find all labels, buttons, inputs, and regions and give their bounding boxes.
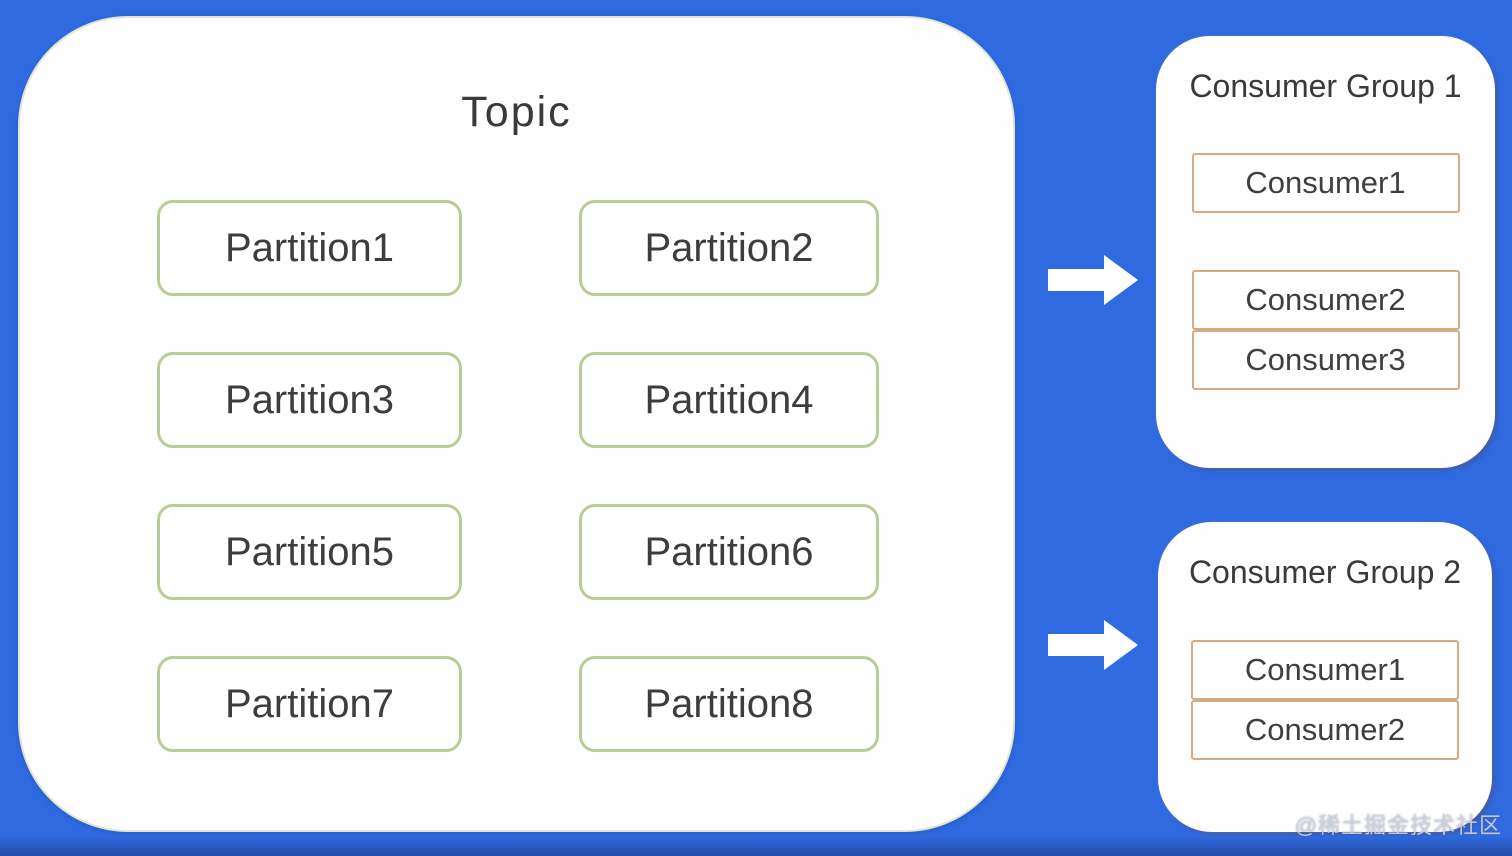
partition-8-box: Partition8: [579, 656, 879, 752]
arrow-right-icon: [1048, 620, 1138, 670]
topic-title: Topic: [461, 88, 572, 136]
cg1-consumer-3-box: Consumer3: [1191, 330, 1460, 390]
cg1-consumer-1-box: Consumer1: [1191, 153, 1460, 213]
consumer-group-1-container: Consumer Group 1 Consumer1 Consumer2 Con…: [1156, 36, 1495, 468]
partition-1-box: Partition1: [157, 200, 462, 296]
arrow-head: [1104, 620, 1138, 670]
cg2-consumer-1-box: Consumer1: [1191, 640, 1459, 700]
partition-6-box: Partition6: [579, 504, 879, 600]
partition-4-box: Partition4: [579, 352, 879, 448]
cg1-consumer-2-box: Consumer2: [1191, 270, 1460, 330]
consumer-group-2-container: Consumer Group 2 Consumer1 Consumer2: [1158, 522, 1492, 832]
bottom-shade-gradient: [0, 836, 1512, 856]
partition-grid: Partition1 Partition2 Partition3 Partiti…: [157, 200, 879, 752]
arrow-shaft: [1048, 269, 1106, 291]
partition-5-box: Partition5: [157, 504, 462, 600]
consumer-group-2-title: Consumer Group 2: [1188, 554, 1462, 590]
consumer-group-1-title: Consumer Group 1: [1189, 68, 1462, 104]
arrow-shaft: [1048, 634, 1106, 656]
arrow-right-icon: [1048, 255, 1138, 305]
cg2-consumer-2-box: Consumer2: [1191, 700, 1459, 760]
topic-container: Topic Partition1 Partition2 Partition3 P…: [18, 16, 1015, 832]
partition-7-box: Partition7: [157, 656, 462, 752]
arrow-head: [1104, 255, 1138, 305]
watermark: @稀土掘金技术社区: [1294, 813, 1502, 838]
partition-2-box: Partition2: [579, 200, 879, 296]
partition-3-box: Partition3: [157, 352, 462, 448]
